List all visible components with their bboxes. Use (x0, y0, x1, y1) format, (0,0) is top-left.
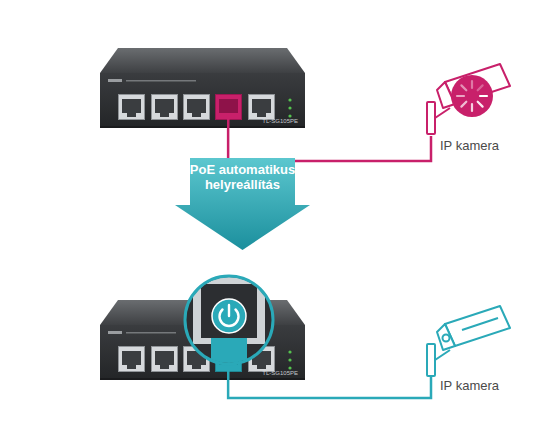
switch-node: TL-SG105PE (100, 300, 305, 380)
model-label: TL-SG105PE (262, 118, 298, 125)
arrow-outline (175, 158, 310, 250)
camera-icon (427, 306, 510, 376)
zoom-magnifier (176, 272, 282, 374)
banner-text: PoE automatikus helyreállítás (189, 162, 296, 192)
camera-node: IP kamera (425, 62, 515, 136)
camera-icon (427, 64, 510, 134)
switch-node: TL-SG105PE (100, 48, 305, 128)
model-label: TL-SG105PE (262, 370, 298, 377)
arrow-banner: PoE automatikus helyreállítás (175, 158, 310, 250)
device-label: IP kamera (440, 138, 499, 153)
camera-node: IP kamera (425, 304, 515, 376)
device-label: IP kamera (440, 378, 499, 393)
cable-line (228, 128, 431, 161)
switch-illustration (100, 48, 305, 128)
cable-line (228, 376, 431, 398)
